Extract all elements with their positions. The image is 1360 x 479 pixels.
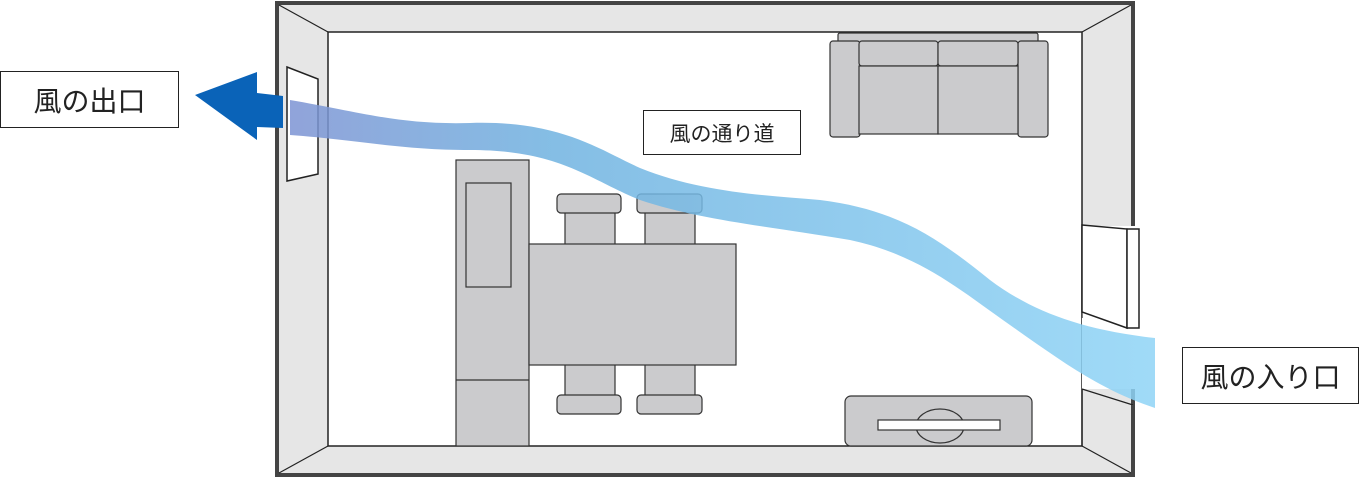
outlet-arrow-icon — [195, 72, 283, 140]
wind-path — [290, 100, 1155, 408]
sofa — [829, 32, 1049, 138]
inlet-window — [1081, 224, 1140, 330]
chairs — [556, 193, 703, 415]
path-label: 風の通り道 — [643, 110, 801, 155]
outlet-label: 風の出口 — [0, 71, 179, 128]
tv-stand — [844, 395, 1033, 447]
inlet-label: 風の入り口 — [1182, 347, 1359, 404]
cabinet — [455, 159, 530, 447]
dining-table — [528, 243, 737, 366]
